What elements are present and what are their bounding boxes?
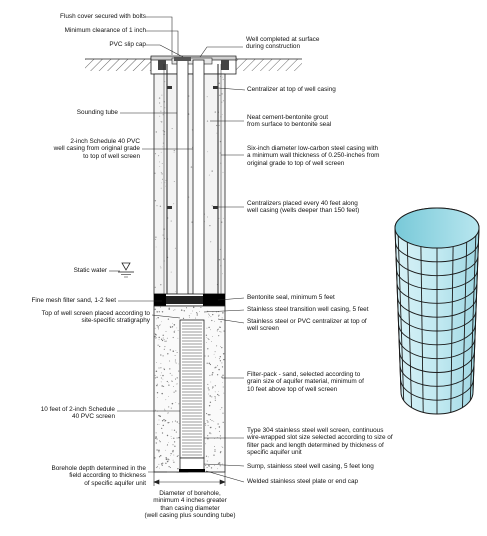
- label-filter-sand: Fine mesh filter sand, 1-2 feet: [31, 297, 116, 304]
- label-sounding-tube: Sounding tube: [76, 109, 118, 116]
- borehole-grout: [153, 73, 226, 295]
- label-transition-casing: Stainless steel transition well casing, …: [247, 306, 369, 313]
- label-top-screen: Top of well screen placed according to s…: [41, 310, 150, 325]
- label-centralizer-screen: Stainless steel or PVC centralizer at to…: [247, 318, 367, 333]
- label-slip-cap: PVC slip cap: [109, 41, 146, 48]
- steel-casing: [163, 64, 222, 306]
- label-sump: Sump, stainless steel well casing, 5 fee…: [247, 463, 374, 470]
- bentonite-seal: [153, 293, 226, 307]
- static-water-marker: [118, 262, 134, 278]
- label-well-completed: Well completed at surface during constru…: [246, 36, 320, 51]
- label-borehole-depth: Borehole depth determined in the field a…: [51, 465, 146, 487]
- leader-lines: [109, 16, 246, 483]
- label-centralizer-top: Centralizer at top of well casing: [247, 86, 336, 93]
- label-grout: Neat cement-bentonite grout from surface…: [247, 114, 332, 129]
- label-ss-screen: Type 304 stainless steel well screen, co…: [247, 427, 393, 457]
- label-end-cap: Welded stainless steel plate or end cap: [247, 478, 359, 485]
- label-bentonite-seal: Bentonite seal, minimum 5 feet: [247, 294, 335, 301]
- label-min-clearance: Minimum clearance of 1 inch: [64, 27, 146, 34]
- label-steel-casing: Six-inch diameter low-carbon steel casin…: [247, 145, 380, 167]
- label-centralizers-every: Centralizers placed every 40 feet along …: [247, 200, 360, 215]
- borehole-diameter-dimension: [153, 472, 226, 486]
- label-static-water: Static water: [73, 267, 107, 274]
- well-screen-3d-illustration: [394, 207, 480, 415]
- label-flush-cover: Flush cover secured with bolts: [60, 13, 146, 20]
- label-pvc-screen: 10 feet of 2-inch Schedule 40 PVC screen: [40, 406, 115, 421]
- ground-surface-hatch: [85, 58, 302, 71]
- well-screen: [179, 319, 205, 472]
- label-pvc-casing: 2-inch Schedule 40 PVC well casing from …: [53, 138, 140, 160]
- label-borehole-diameter: Diameter of borehole, minimum 4 inches g…: [144, 490, 236, 520]
- label-filter-pack: Filter-pack - sand, selected according t…: [247, 371, 364, 393]
